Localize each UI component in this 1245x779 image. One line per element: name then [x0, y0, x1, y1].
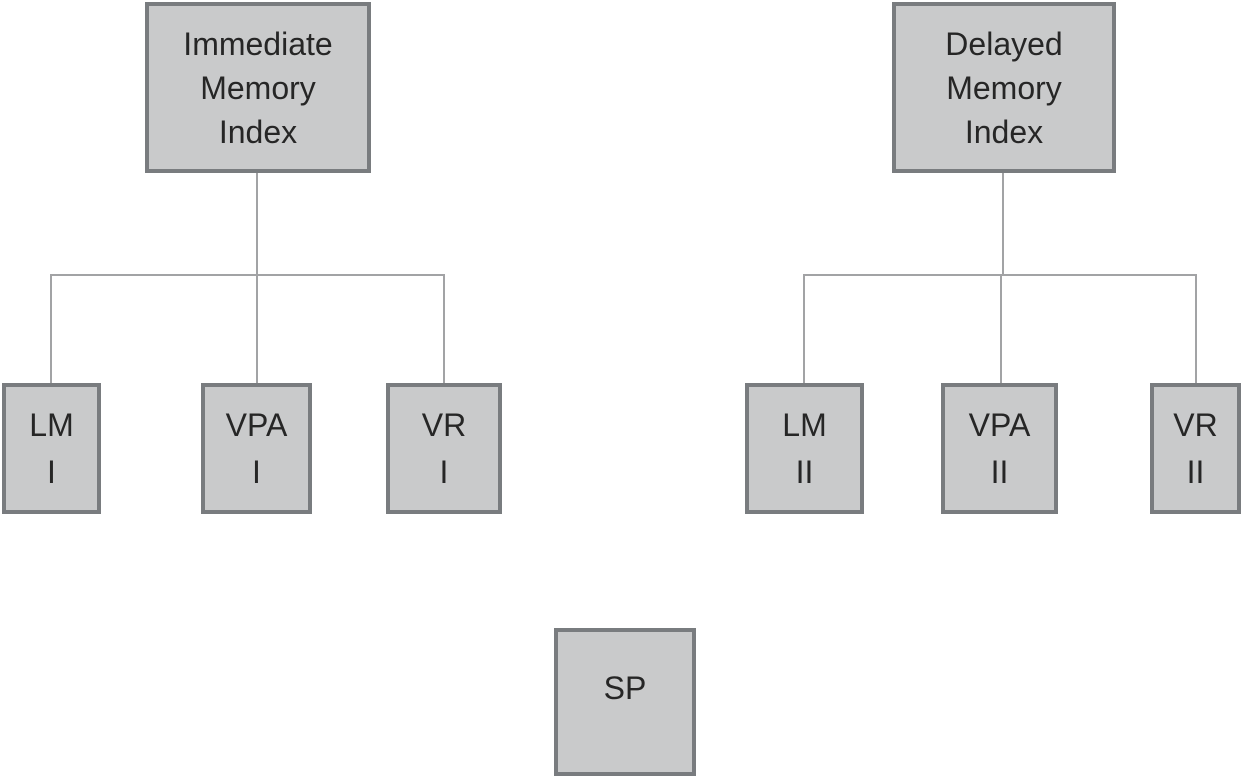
connector-delayed-stem	[1002, 173, 1004, 275]
connector-immediate-stem	[256, 173, 258, 275]
box-label-line: VR	[421, 406, 467, 443]
box-label-line: Memory	[946, 69, 1062, 106]
box-label-line: I	[252, 453, 261, 490]
box-label-line: LM	[29, 406, 74, 443]
connector-drop-vr-i	[443, 276, 445, 383]
box-label-line: Index	[218, 113, 298, 150]
box-sp: SP	[554, 628, 696, 776]
box-lm-ii: LM II	[745, 383, 864, 514]
connector-drop-lm-i	[50, 276, 52, 383]
box-label-line: VPA	[225, 406, 288, 443]
box-immediate-memory-index: Immediate Memory Index	[145, 2, 371, 173]
box-label-line: II	[1186, 453, 1205, 490]
connector-drop-vpa-i	[256, 276, 258, 383]
box-label-line: VR	[1173, 406, 1218, 443]
box-label-line: SP	[603, 669, 647, 706]
box-vpa-i: VPA I	[201, 383, 312, 514]
box-label-line: Memory	[200, 69, 316, 106]
connector-drop-vr-ii	[1195, 276, 1197, 383]
box-label-line: VPA	[968, 406, 1031, 443]
box-vr-i: VR I	[386, 383, 502, 514]
box-vr-ii: VR II	[1150, 383, 1241, 514]
connector-immediate-branch	[50, 274, 445, 276]
box-delayed-memory-index: Delayed Memory Index	[892, 2, 1116, 173]
box-label-line: II	[795, 453, 814, 490]
connector-drop-lm-ii	[803, 276, 805, 383]
box-label-line: Index	[964, 113, 1044, 150]
box-label-line: Immediate	[183, 25, 333, 62]
box-vpa-ii: VPA II	[941, 383, 1058, 514]
connector-delayed-branch	[803, 274, 1197, 276]
connector-drop-vpa-ii	[1000, 276, 1002, 383]
box-label-line: II	[990, 453, 1009, 490]
box-label-line: I	[47, 453, 56, 490]
box-label-line: Delayed	[945, 25, 1063, 62]
box-lm-i: LM I	[2, 383, 101, 514]
box-label-line: I	[439, 453, 449, 490]
box-label-line: LM	[782, 406, 827, 443]
